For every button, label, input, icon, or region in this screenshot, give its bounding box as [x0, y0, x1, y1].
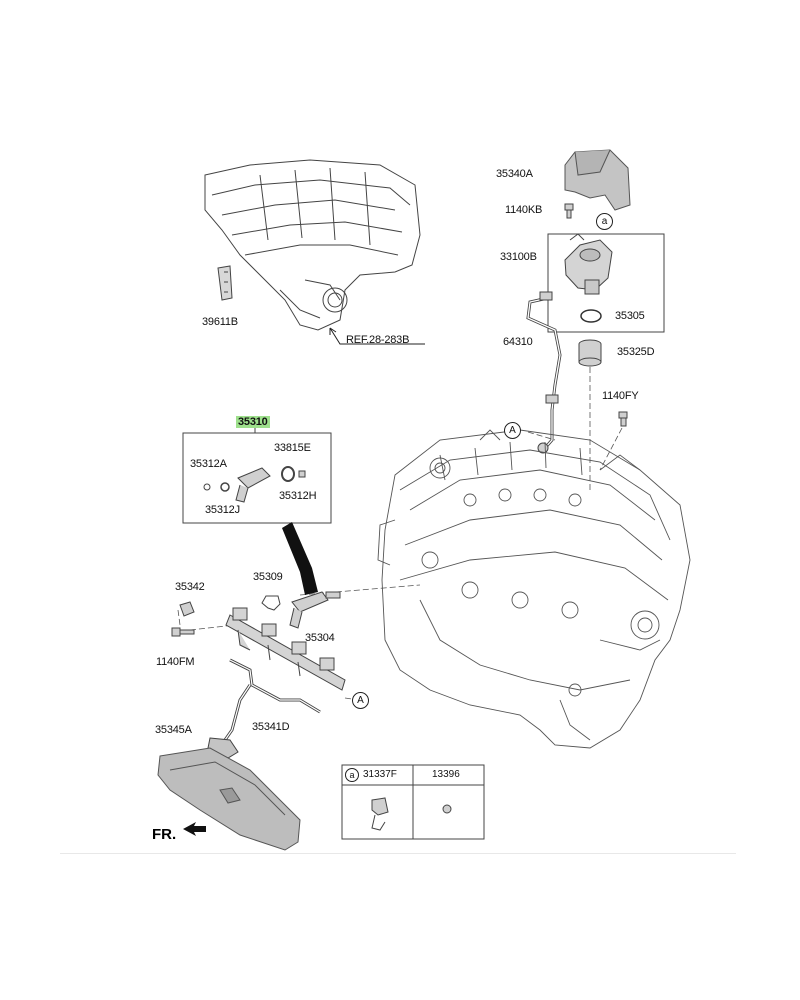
- pump-group-box: [547, 233, 665, 333]
- label-39611b[interactable]: 39611B: [202, 316, 238, 328]
- callout-a-pump: a: [596, 213, 613, 230]
- tappet-35325d: [578, 339, 602, 367]
- injector-35310: [289, 591, 341, 629]
- parts-table: [341, 764, 485, 840]
- table-part-13396[interactable]: 13396: [432, 769, 460, 780]
- label-33815e[interactable]: 33815E: [274, 442, 311, 454]
- injector-group-box: [182, 432, 332, 524]
- bracket-39611b: [217, 265, 233, 301]
- label-35345a[interactable]: 35345A: [155, 724, 192, 736]
- footer-divider: [60, 853, 736, 854]
- label-35305[interactable]: 35305: [615, 310, 645, 322]
- label-35312a[interactable]: 35312A: [190, 458, 227, 470]
- intake-manifold: [204, 159, 421, 331]
- label-1140kb[interactable]: 1140KB: [505, 204, 543, 216]
- label-33100b[interactable]: 33100B: [500, 251, 537, 263]
- callout-a-rail: A: [352, 692, 369, 709]
- bolt-1140fy: [618, 411, 628, 427]
- bolt-1140kb: [564, 203, 574, 219]
- engine-block: [377, 429, 691, 749]
- fuel-rail: [225, 607, 346, 691]
- label-35340a[interactable]: 35340A: [496, 168, 533, 180]
- label-35312j[interactable]: 35312J: [205, 504, 240, 516]
- o-ring-35305: [580, 309, 602, 323]
- front-arrow: [183, 822, 206, 836]
- label-35341d[interactable]: 35341D: [252, 721, 290, 733]
- high-pressure-pump: [564, 233, 613, 295]
- table-part-31337f[interactable]: 31337F: [363, 769, 397, 780]
- ref-leader: [329, 327, 425, 345]
- label-1140fy[interactable]: 1140FY: [602, 390, 639, 402]
- bolt-1140fm: [171, 627, 195, 637]
- label-64310[interactable]: 64310: [503, 336, 533, 348]
- label-35304[interactable]: 35304: [305, 632, 335, 644]
- pump-cover: [564, 149, 631, 211]
- injector-detail: [203, 466, 306, 503]
- front-direction-label: FR.: [152, 826, 177, 843]
- label-35312h[interactable]: 35312H: [279, 490, 317, 502]
- label-1140fm[interactable]: 1140FM: [156, 656, 195, 668]
- label-35325d[interactable]: 35325D: [617, 346, 655, 358]
- table-part-icons: [371, 797, 452, 831]
- label-35342[interactable]: 35342: [175, 581, 205, 593]
- label-ref-28-283b[interactable]: REF.28-283B: [346, 334, 410, 346]
- table-marker-a: a: [345, 768, 359, 782]
- bracket-35342: [179, 601, 195, 617]
- clip-35309: [261, 595, 281, 611]
- cover-35345a: [157, 747, 301, 851]
- direction-arrow: [282, 522, 318, 595]
- callout-a-engine: A: [504, 422, 521, 439]
- label-35309[interactable]: 35309: [253, 571, 283, 583]
- label-35310[interactable]: 35310: [236, 416, 270, 428]
